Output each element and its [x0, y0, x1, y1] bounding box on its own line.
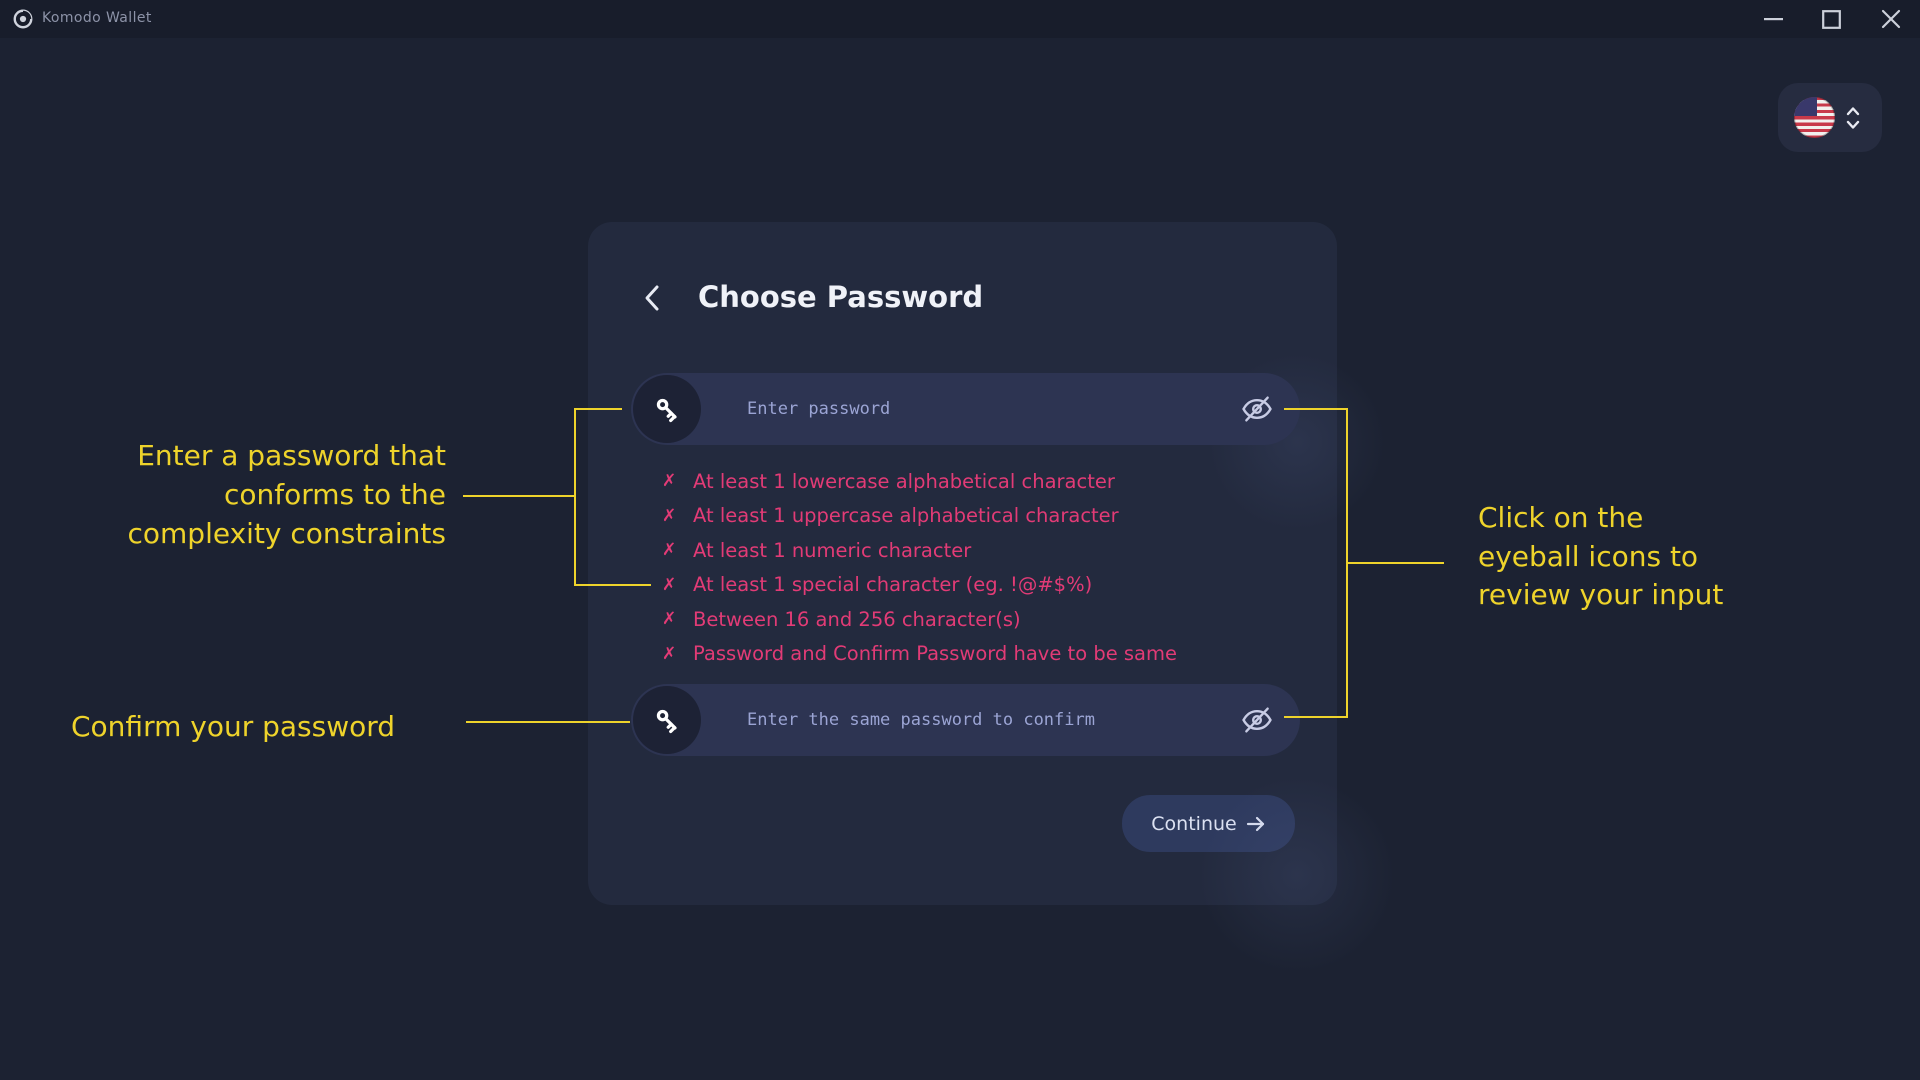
arrow-right-icon: [1246, 816, 1264, 831]
connector-line: [1284, 716, 1348, 718]
eye-slash-icon: [1242, 396, 1272, 422]
connector-line: [574, 408, 576, 586]
close-button[interactable]: [1868, 0, 1914, 38]
maximize-icon: [1821, 9, 1841, 29]
us-flag-icon: [1794, 97, 1835, 138]
minimize-icon: [1763, 18, 1783, 21]
requirement-row: ✗ At least 1 numeric character: [662, 533, 1177, 568]
app-title: Komodo Wallet: [42, 10, 152, 26]
eye-slash-icon: [1242, 707, 1272, 733]
x-icon: ✗: [662, 471, 677, 492]
x-icon: ✗: [662, 643, 677, 664]
requirement-text: Password and Confirm Password have to be…: [693, 642, 1177, 666]
password-input[interactable]: [747, 373, 1217, 445]
x-icon: ✗: [662, 574, 677, 595]
toggle-confirm-visibility-button[interactable]: [1240, 703, 1274, 737]
language-selector[interactable]: [1778, 83, 1882, 152]
chevron-up-down-icon: [1844, 104, 1862, 135]
x-icon: ✗: [662, 609, 677, 630]
connector-line: [1284, 408, 1348, 410]
requirement-text: At least 1 numeric character: [693, 538, 972, 562]
requirement-row: ✗ Between 16 and 256 character(s): [662, 602, 1177, 637]
maximize-button[interactable]: [1808, 0, 1854, 38]
x-icon: ✗: [662, 505, 677, 526]
password-requirements-list: ✗ At least 1 lowercase alphabetical char…: [662, 464, 1177, 671]
chevron-left-icon: [645, 285, 659, 310]
key-icon: [633, 375, 701, 443]
requirement-text: At least 1 lowercase alphabetical charac…: [693, 469, 1115, 493]
requirement-row: ✗ At least 1 lowercase alphabetical char…: [662, 464, 1177, 499]
requirement-row: ✗ Password and Confirm Password have to …: [662, 637, 1177, 672]
connector-line: [1348, 562, 1444, 564]
continue-button[interactable]: Continue: [1122, 795, 1295, 852]
connector-line: [463, 495, 575, 497]
continue-label: Continue: [1151, 812, 1237, 835]
minimize-button[interactable]: [1750, 0, 1796, 38]
annotation-password-note: Enter a password that conforms to the co…: [127, 439, 447, 550]
connector-line: [574, 584, 651, 586]
titlebar: Komodo Wallet: [0, 0, 1920, 38]
requirement-text: Between 16 and 256 character(s): [693, 607, 1021, 631]
annotation-confirm-note: Confirm your password: [71, 710, 396, 743]
annotation-eyeball-note: Click on the eyeball icons to review you…: [1478, 501, 1724, 611]
confirm-password-input[interactable]: [747, 684, 1217, 756]
requirement-text: At least 1 uppercase alphabetical charac…: [693, 504, 1119, 528]
requirement-row: ✗ At least 1 special character (eg. !@#$…: [662, 568, 1177, 603]
requirement-row: ✗ At least 1 uppercase alphabetical char…: [662, 499, 1177, 534]
connector-line: [574, 408, 622, 410]
page-title: Choose Password: [698, 280, 984, 314]
close-icon: [1881, 9, 1901, 29]
x-icon: ✗: [662, 540, 677, 561]
komodo-logo-icon: [12, 8, 34, 30]
password-field-wrapper: [631, 373, 1300, 445]
choose-password-card: Choose Password ✗ At least 1 lowercase a…: [588, 222, 1397, 975]
back-button[interactable]: [636, 282, 670, 316]
key-icon: [633, 686, 701, 754]
confirm-password-field-wrapper: [631, 684, 1300, 756]
toggle-password-visibility-button[interactable]: [1240, 392, 1274, 426]
requirement-text: At least 1 special character (eg. !@#$%): [693, 573, 1093, 597]
connector-line: [1346, 408, 1348, 718]
connector-line: [466, 721, 630, 723]
